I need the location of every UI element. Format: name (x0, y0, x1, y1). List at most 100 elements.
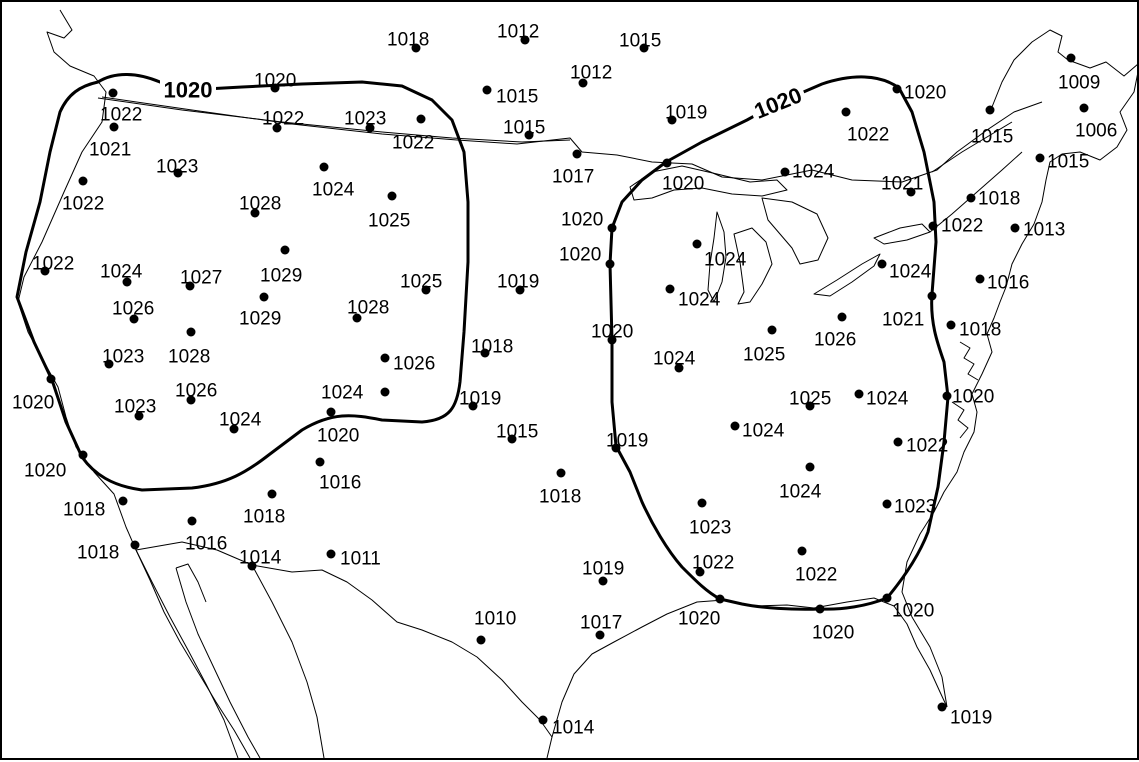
station: 1020 (12, 374, 56, 414)
station-dot (411, 43, 421, 53)
station: 1018 (387, 30, 429, 53)
station: 1024 (692, 239, 747, 271)
station-pressure-label: 1015 (619, 31, 661, 52)
station: 1019 (497, 272, 539, 295)
lake-ontario-outline (873, 223, 931, 245)
station: 1016 (975, 273, 1029, 294)
st-lawrence-outline (929, 151, 1023, 233)
station-pressure-label: 1016 (319, 473, 361, 494)
station-pressure-label: 1023 (344, 109, 386, 130)
station-dot (78, 176, 88, 186)
station: 1023 (156, 157, 198, 178)
station-pressure-label: 1020 (591, 322, 633, 343)
station-pressure-label: 1015 (1047, 152, 1089, 173)
station: 1028 (168, 327, 210, 368)
station-dot (352, 313, 362, 323)
station: 1012 (570, 63, 612, 88)
station: 1028 (239, 194, 281, 218)
station: 1022 (32, 254, 74, 276)
station-pressure-label: 1025 (789, 389, 831, 410)
station-pressure-label: 1020 (678, 609, 720, 630)
chesapeake-bay-outline (951, 341, 979, 439)
station-pressure-label: 1026 (393, 354, 435, 375)
station-dot (966, 193, 976, 203)
station: 1022 (841, 107, 889, 146)
station: 1020 (317, 407, 359, 447)
station: 1014 (239, 548, 282, 571)
station-pressure-label: 1020 (12, 393, 54, 414)
station: 1029 (260, 245, 302, 287)
station-dot (841, 107, 851, 117)
station-dot (893, 437, 903, 447)
station-dot (639, 43, 649, 53)
station: 1023 (114, 397, 156, 421)
station-pressure-label: 1015 (496, 87, 538, 108)
station-dot (854, 389, 864, 399)
station: 1020 (254, 71, 296, 93)
station-pressure-label: 1020 (561, 210, 603, 231)
station: 1021 (882, 291, 937, 331)
station-dot (975, 274, 985, 284)
station: 1016 (315, 457, 361, 494)
mexico-west-coast (251, 564, 325, 759)
station-dot (187, 516, 197, 526)
station: 1024 (730, 421, 785, 442)
station: 1023 (344, 109, 386, 133)
isobar-1020-west (15, 73, 470, 492)
station-pressure-label: 1024 (779, 482, 822, 503)
station-dot (134, 411, 144, 421)
station: 1022 (692, 553, 734, 577)
station: 1024 (219, 410, 262, 434)
station-pressure-label: 1022 (692, 553, 734, 574)
isobar-label-background (747, 82, 809, 124)
station: 1015 (971, 105, 1013, 148)
station-pressure-label: 1028 (239, 194, 281, 215)
station: 1022 (928, 216, 983, 237)
station: 1015 (1035, 152, 1089, 173)
station-dot (837, 312, 847, 322)
station-pressure-label: 1020 (952, 387, 994, 408)
station-dot (1066, 53, 1076, 63)
station-dot (595, 630, 605, 640)
station-dot (877, 259, 887, 269)
station-dot (882, 593, 892, 603)
isobar-label: 1020 (164, 78, 213, 103)
station: 1029 (239, 292, 281, 330)
lake-michigan-outline (707, 211, 727, 303)
station-dot (556, 468, 566, 478)
station-dot (130, 540, 140, 550)
station-pressure-label: 1026 (112, 299, 154, 320)
station-dot (815, 604, 825, 614)
station-dot (421, 285, 431, 295)
baja-california-outline (135, 549, 261, 759)
station-dot (186, 327, 196, 337)
station-pressure-label: 1018 (63, 500, 105, 521)
station: 1011 (326, 549, 381, 570)
station: 1025 (368, 191, 410, 232)
station: 1018 (243, 489, 285, 528)
station-pressure-label: 1028 (347, 298, 389, 319)
station-pressure-label: 1019 (459, 389, 501, 410)
station-pressure-label: 1010 (474, 609, 516, 630)
lake-erie-outline (813, 253, 881, 297)
station-pressure-label: 1022 (847, 125, 889, 146)
station-dot (229, 424, 239, 434)
station-pressure-label: 1018 (243, 507, 285, 528)
station-pressure-label: 1014 (239, 548, 282, 569)
station-dot (280, 245, 290, 255)
station: 1022 (100, 88, 142, 126)
station-dot (697, 498, 707, 508)
station-pressure-label: 1023 (102, 347, 144, 368)
station-dot (118, 496, 128, 506)
station-pressure-label: 1023 (689, 518, 731, 539)
station-pressure-label: 1020 (812, 623, 854, 644)
station-dot (365, 123, 375, 133)
station-dot (129, 314, 139, 324)
station-dot (892, 84, 902, 94)
station-dot (882, 499, 892, 509)
station-dot (326, 407, 336, 417)
station-dot (1079, 103, 1089, 113)
station-pressure-label: 1022 (262, 109, 304, 130)
isobar-1016-thin-north (931, 121, 1013, 173)
